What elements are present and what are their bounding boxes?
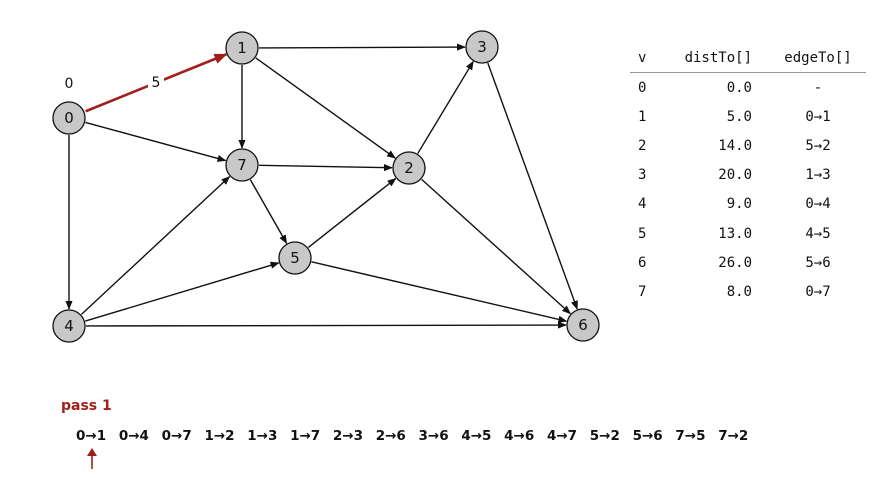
edge-3-6 [487, 62, 578, 310]
cell-dist: 26.0 [718, 254, 752, 271]
cell-v: 2 [638, 137, 647, 154]
cell-dist: 5.0 [726, 108, 752, 125]
node-6: 6 [566, 308, 600, 342]
edge-sequence-item: 4→5 [461, 428, 492, 444]
edge-0-7 [85, 121, 227, 162]
cell-dist: 14.0 [718, 137, 752, 154]
edge-sequence-item: 0→4 [118, 428, 149, 444]
edge-sequence-item: 1→7 [290, 428, 321, 444]
node-circle [52, 309, 86, 343]
edge-7-5 [249, 179, 288, 245]
cell-v: 5 [638, 225, 647, 242]
table-row: 7 8.0 0→7 [630, 277, 866, 306]
cell-v: 6 [638, 254, 647, 271]
node-label: 3 [477, 38, 487, 56]
table-row: 0 0.0 - [630, 73, 866, 103]
cell-edge: 0→7 [805, 283, 831, 300]
table-row: 6 26.0 5→6 [630, 248, 866, 277]
node-5: 5 [278, 241, 312, 275]
cell-dist: 20.0 [718, 167, 752, 184]
edge-sequence-item: 5→2 [589, 428, 620, 444]
cell-edge: - [813, 79, 823, 96]
cell-v: 1 [638, 108, 647, 125]
edge-2-6 [421, 178, 572, 315]
node-dist-label: 0 [65, 76, 74, 92]
node-4: 4 [52, 309, 86, 343]
cell-v: 7 [638, 283, 647, 300]
table-row: 2 14.0 5→2 [630, 131, 866, 160]
node-circle [465, 30, 499, 64]
cell-v: 4 [638, 196, 647, 213]
cell-edge: 4→5 [805, 225, 831, 242]
edge-sequence-item: 0→1 [76, 428, 107, 444]
cell-dist: 9.0 [726, 196, 752, 213]
node-label: 0 [64, 109, 74, 127]
pass-title: pass 1 [61, 398, 112, 414]
edge-weight-label: 5 [152, 75, 161, 91]
node-label: 5 [290, 249, 300, 267]
edge-1-3 [258, 43, 466, 51]
node-label: 4 [64, 317, 74, 335]
edge-sequence-item: 1→3 [247, 428, 278, 444]
edge-sequence-item: 4→7 [546, 428, 578, 444]
header-edge: edgeTo[] [770, 44, 866, 73]
node-label: 1 [237, 39, 247, 57]
edge-7-2 [258, 163, 393, 172]
node-1: 1 [225, 31, 259, 65]
edge-sequence-item: 2→3 [332, 428, 363, 444]
digraph: 5 0 1 2 3 4 5 6 7 0 [52, 30, 600, 343]
table-row: 3 20.0 1→3 [630, 161, 866, 190]
node-label: 7 [237, 156, 247, 174]
node-circle [566, 308, 600, 342]
table-row: 1 5.0 0→1 [630, 102, 866, 131]
node-circle [225, 31, 259, 65]
edge-sequence-item: 4→6 [504, 428, 535, 444]
edge-1-2 [255, 57, 396, 159]
cell-edge: 1→3 [805, 167, 831, 184]
edge-5-2 [307, 177, 397, 249]
edge-sequence-item: 7→5 [675, 428, 706, 444]
node-3: 3 [465, 30, 499, 64]
edge-sequence-item: 0→7 [161, 428, 192, 444]
edge-4-6 [85, 321, 567, 329]
node-0: 0 [52, 101, 86, 135]
node-circle [392, 151, 426, 185]
edge-sequence-item: 7→2 [718, 428, 749, 444]
node-label: 2 [404, 159, 414, 177]
header-dist: distTo[] [672, 44, 770, 73]
node-circle [225, 148, 259, 182]
cell-dist: 0.0 [726, 79, 752, 96]
cell-edge: 5→6 [805, 254, 831, 271]
edge-weight-background [148, 72, 164, 92]
edge-sequence-item: 2→6 [375, 428, 406, 444]
cell-v: 0 [638, 79, 647, 96]
edge-sequence: 0→1 0→4 0→7 1→2 1→3 1→7 2→3 2→6 3→6 4→5 … [76, 428, 756, 444]
edge-5-6 [311, 261, 568, 323]
cell-edge: 5→2 [805, 137, 831, 154]
edge-4-7 [80, 175, 231, 315]
up-arrow-icon [87, 448, 97, 469]
edge-2-3 [417, 60, 474, 154]
cell-edge: 0→4 [805, 196, 831, 213]
table-header-row: v distTo[] edgeTo[] [630, 44, 866, 73]
node-label: 6 [578, 316, 588, 334]
cell-v: 3 [638, 167, 647, 184]
edge-4-5 [85, 261, 280, 322]
node-7: 7 [225, 148, 259, 182]
node-circle [52, 101, 86, 135]
dist-table: v distTo[] edgeTo[] 0 0.0 - 1 5.0 0→1 2 … [630, 44, 866, 307]
cell-edge: 0→1 [805, 108, 831, 125]
table-row: 4 9.0 0→4 [630, 190, 866, 219]
node-circle [278, 241, 312, 275]
cell-dist: 13.0 [718, 225, 752, 242]
node-2: 2 [392, 151, 426, 185]
edge-sequence-item: 3→6 [418, 428, 449, 444]
header-v: v [630, 44, 672, 73]
edge-sequence-item: 5→6 [632, 428, 663, 444]
cell-dist: 8.0 [726, 283, 752, 300]
edge-sequence-item: 1→2 [204, 428, 235, 444]
table-row: 5 13.0 4→5 [630, 219, 866, 248]
